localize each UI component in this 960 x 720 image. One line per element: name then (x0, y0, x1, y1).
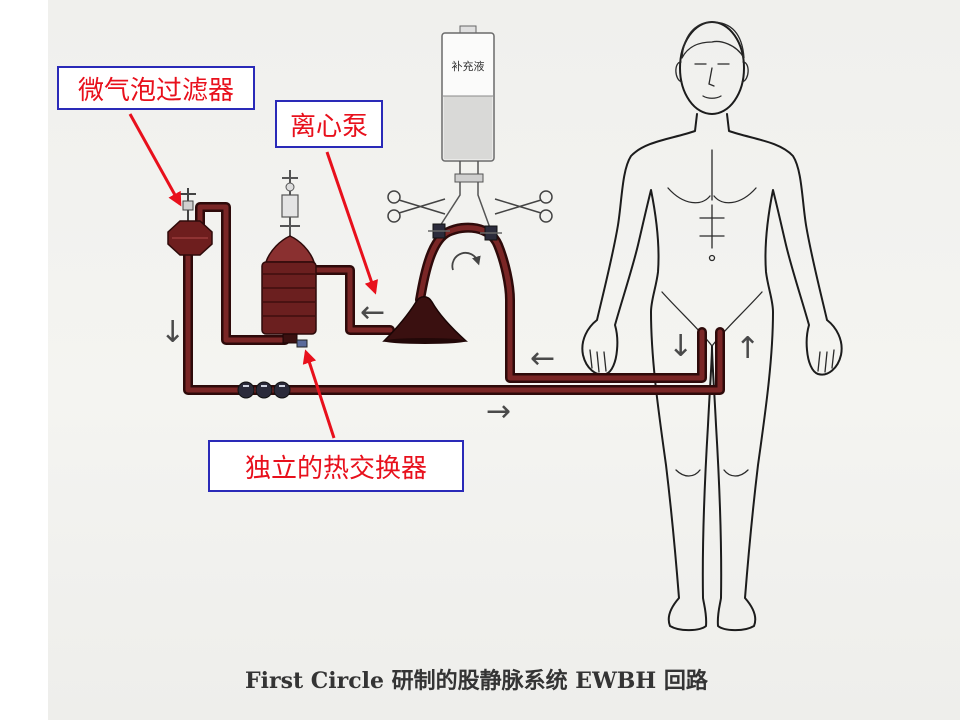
micro-bubble-filter (167, 188, 213, 256)
navel (708, 254, 716, 262)
bag-fluid (443, 96, 493, 160)
flow-arrow-filter-down: ↓ (160, 315, 185, 350)
bag-lines (439, 161, 491, 229)
flow-arrow-return-right: → (486, 394, 511, 429)
flow-arrow-arterial-up: ↑ (735, 331, 760, 366)
right-ear (741, 61, 749, 83)
fluid-bag: 补充液 (439, 25, 495, 229)
bag-connector (454, 173, 484, 183)
centrifugal-pump (382, 296, 468, 344)
right-clamp (494, 190, 553, 223)
line-valves (428, 223, 502, 241)
flow-arrow-venous-down: ↓ (668, 329, 693, 364)
left-ear (675, 61, 683, 83)
flow-arrow-from-patient: ← (530, 341, 555, 376)
left-clamp (387, 190, 446, 223)
pump-pointer (325, 151, 378, 295)
human-figure (581, 21, 843, 632)
chest-lines (667, 149, 757, 204)
hair (681, 21, 745, 59)
flow-arrow-to-heat-exchanger: ← (360, 295, 385, 330)
mouth (702, 95, 722, 99)
heat-exchanger (261, 170, 317, 348)
filter-pointer (128, 113, 182, 207)
finger-lines (589, 349, 835, 373)
bag-label: 补充液 (452, 59, 485, 73)
heat-exchanger-label: 独立的热交换器 (208, 440, 464, 492)
filter-label: 微气泡过滤器 (57, 66, 255, 110)
tube-connector (237, 381, 291, 399)
pump-label: 离心泵 (275, 100, 383, 148)
nose (708, 67, 715, 87)
rotation-arrow (451, 252, 481, 271)
figure-caption: First Circle 研制的股静脉系统 EWBH 回路 (245, 668, 708, 694)
knee-lines (675, 469, 749, 477)
abdomen-lines (699, 204, 725, 249)
heat-exchanger-pointer (302, 349, 336, 439)
